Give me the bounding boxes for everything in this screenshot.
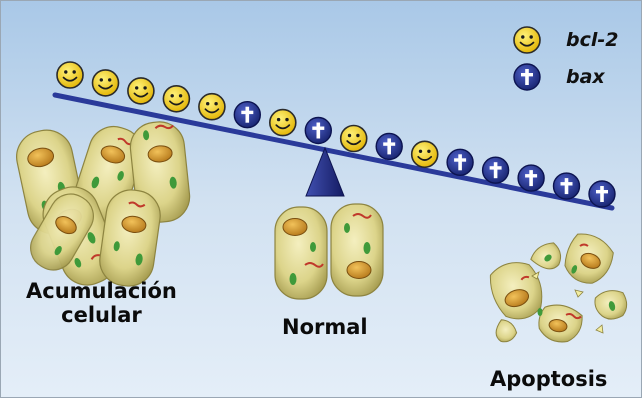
bax-cross-icon: [518, 165, 544, 191]
bcl2-smiley-icon: [163, 86, 189, 112]
bax-cross-icon: [447, 149, 473, 175]
bcl2-smiley-icon: [199, 94, 225, 120]
label-normal: Normal: [282, 316, 368, 340]
bcl2-smiley-icon: [57, 62, 83, 88]
bax-cross-icon: [376, 133, 402, 159]
bcl2-smiley-icon: [93, 70, 119, 96]
cell-fragments-apoptosis: [485, 229, 630, 346]
bcl2-smiley-icon: [270, 110, 296, 136]
bax-cross-icon: [483, 157, 509, 183]
fulcrum-triangle: [306, 148, 344, 196]
bax-cross-icon: [234, 102, 260, 128]
bax-cross-icon: [554, 173, 580, 199]
bax-cross-icon: [589, 181, 615, 207]
cell-cluster-accumulation: [12, 119, 192, 292]
bcl2-smiley-icon: [412, 141, 438, 167]
bax-cross-icon: [305, 118, 331, 144]
bcl2-smiley-icon: [341, 126, 367, 152]
legend-label-bcl2: bcl-2: [566, 29, 618, 51]
bcl2-smiley-icon: [128, 78, 154, 104]
cell-pair-normal: [275, 204, 383, 299]
legend-cross-icon: [514, 64, 540, 90]
label-apoptosis: Apoptosis: [490, 368, 607, 392]
legend-label-bax: bax: [566, 66, 605, 88]
legend-smiley-icon: [514, 27, 540, 53]
label-accumulation: Acumulación celular: [26, 280, 177, 327]
